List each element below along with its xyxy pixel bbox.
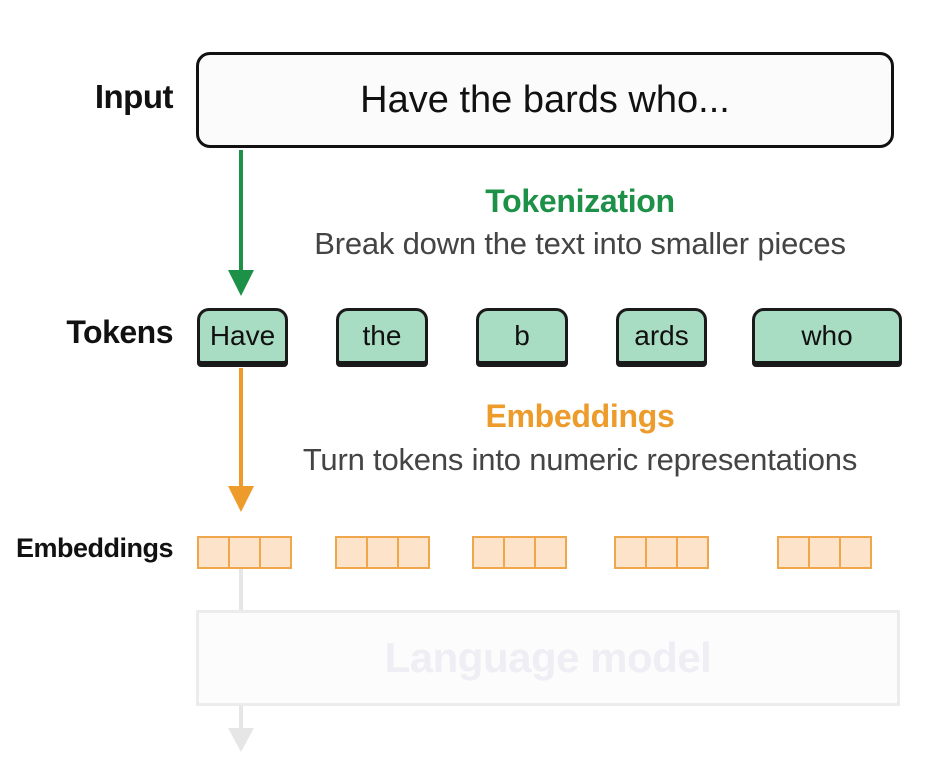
embedding-vector [472, 536, 567, 569]
embeddings-label: Embeddings [15, 533, 174, 563]
embedding-cell [808, 536, 841, 569]
tokenization-arrowhead [228, 270, 254, 296]
input-label: Input [94, 78, 174, 115]
embedding-cell [839, 536, 872, 569]
embedding-cell [472, 536, 505, 569]
embedding-vector [614, 536, 709, 569]
language-model-box: Language model [196, 610, 900, 706]
embedding-cell [366, 536, 399, 569]
embedding-cell [259, 536, 292, 569]
embedding-cell [197, 536, 230, 569]
embedding-vector [777, 536, 872, 569]
embedding-vector [335, 536, 430, 569]
embedding-cell [614, 536, 647, 569]
embedding-vector [197, 536, 292, 569]
embedding-cell [777, 536, 810, 569]
embedding-cell [676, 536, 709, 569]
embeddings-title: Embeddings [485, 398, 675, 434]
tokenization-description: Break down the text into smaller pieces [314, 226, 846, 261]
embedding-cell [534, 536, 567, 569]
token-the: the [336, 308, 428, 364]
token-have: Have [197, 308, 288, 364]
embedding-cell [503, 536, 536, 569]
input-text-box: Have the bards who... [196, 52, 894, 148]
embedding-cell [335, 536, 368, 569]
embedding-cell [228, 536, 261, 569]
tokenization-title: Tokenization [485, 183, 675, 219]
tokens-label: Tokens [66, 314, 173, 350]
token-ards: ards [616, 308, 707, 364]
faded-arrowhead [228, 728, 254, 752]
embeddings-arrowhead [228, 486, 254, 512]
embeddings-description: Turn tokens into numeric representations [302, 442, 858, 477]
embedding-cell [397, 536, 430, 569]
token-who: who [752, 308, 902, 364]
input-text: Have the bards who... [360, 78, 730, 121]
language-model-label: Language model [384, 634, 712, 681]
token-b: b [476, 308, 568, 364]
embedding-cell [645, 536, 678, 569]
